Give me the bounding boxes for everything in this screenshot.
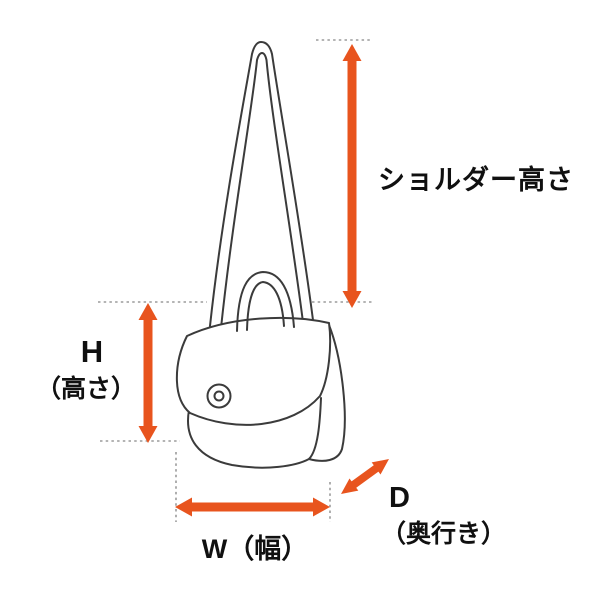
strap-inner-line: [220, 52, 305, 331]
depth-arrow: [341, 459, 389, 494]
handle-inner-line: [246, 281, 285, 331]
guide-dotted-lines: [98, 39, 372, 522]
clasp-outer-circle: [206, 383, 232, 409]
depth-sub-label: （奥行き）: [381, 520, 507, 548]
handle-outer-line: [236, 271, 295, 332]
bag-body-line: [187, 397, 322, 469]
depth-arrow-head-lower: [341, 478, 359, 494]
shoulder-arrow-head-top: [342, 44, 362, 61]
width-label: W（幅）: [201, 534, 309, 564]
height-arrow: [138, 303, 158, 443]
shoulder-height-arrow: [342, 44, 362, 308]
strap-outer-line: [209, 41, 315, 329]
shoulder-arrow-head-bottom: [342, 291, 362, 308]
height-arrow-head-bottom: [138, 426, 158, 443]
depth-arrow-head-upper: [371, 459, 389, 475]
width-arrow: [175, 497, 330, 517]
height-letter-label: H: [80, 334, 104, 369]
bag-gusset-line: [308, 324, 346, 462]
bag-illustration: [175, 41, 346, 469]
height-sub-label: （高さ）: [36, 375, 137, 403]
height-arrow-head-top: [138, 303, 158, 320]
shoulder-height-label: ショルダー高さ: [378, 165, 574, 195]
clasp-inner-circle: [213, 390, 225, 402]
width-arrow-head-left: [175, 497, 192, 517]
width-arrow-head-right: [313, 497, 330, 517]
depth-arrow-shaft: [349, 463, 381, 490]
bag-flap: [175, 316, 332, 426]
depth-letter-label: D: [389, 482, 410, 514]
